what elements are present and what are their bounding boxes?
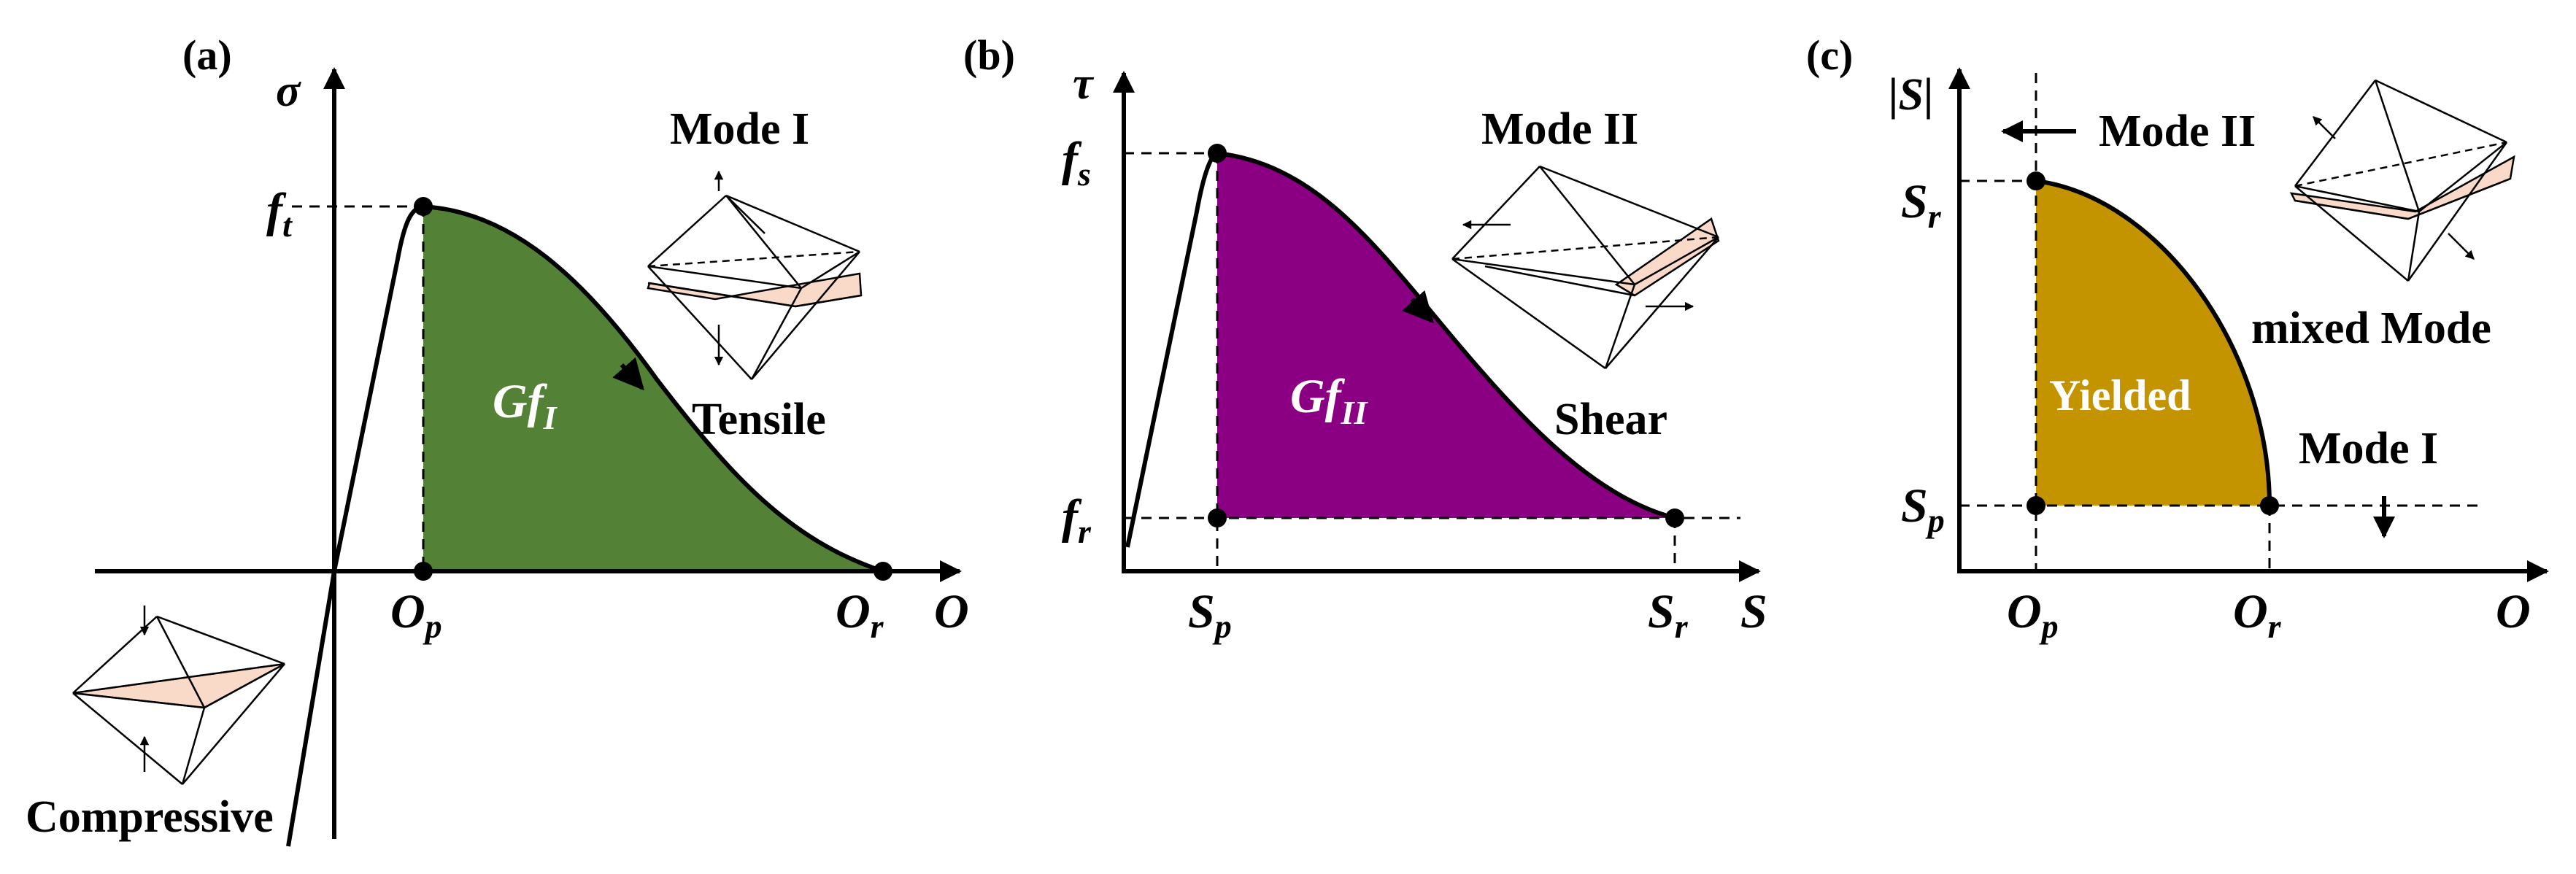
panel-a-tag: (a)	[182, 31, 232, 79]
panel-b-sr-point	[1665, 508, 1684, 527]
panel-b-fr-label: fr	[1062, 490, 1092, 550]
panel-b-tag: (b)	[963, 31, 1015, 79]
tensile-octahedron-icon	[647, 170, 863, 380]
panel-a: (a) σ ft Op Or O GfI Mode I Tensile Comp…	[26, 31, 969, 847]
panel-c-mode2-label: Mode II	[2099, 107, 2256, 156]
panel-c-sp-label: Sp	[1901, 479, 1945, 539]
panel-a-op-point	[414, 562, 433, 581]
panel-a-x-label: O	[934, 585, 969, 638]
panel-c-yield-curve	[2035, 179, 2272, 506]
panel-b-mode-caption: Shear	[1554, 395, 1667, 444]
panel-b-y-symbol: τ	[1073, 59, 1095, 109]
panel-c-mode1-label: Mode I	[2299, 424, 2438, 473]
panel-b-sp-label: Sp	[1188, 585, 1232, 645]
panel-a-compressive-caption: Compressive	[26, 792, 274, 842]
panel-c-or-point	[2260, 496, 2279, 515]
panel-b-peak-point	[1208, 144, 1227, 163]
panel-a-mode-title: Mode I	[670, 104, 809, 154]
panel-b-fracture-energy-area	[1217, 153, 1675, 518]
panel-b-area-label: GfII	[1290, 370, 1369, 431]
panel-c-tag: (c)	[1806, 31, 1853, 79]
compressive-octahedron-icon	[72, 606, 285, 785]
panel-c-or-label: Or	[2233, 585, 2282, 645]
panel-c-yielded-region	[2036, 181, 2270, 506]
panel-b-fs-label: fs	[1062, 133, 1091, 193]
shear-octahedron-icon	[1451, 165, 1720, 370]
panel-a-mode-caption: Tensile	[692, 395, 826, 444]
panel-a-curve-arrow	[612, 357, 644, 391]
panel-a-or-point	[874, 562, 892, 581]
panel-a-stress-curve	[286, 204, 884, 847]
panel-a-y-symbol: σ	[276, 66, 301, 116]
panel-c-op-label: Op	[2007, 585, 2059, 645]
panel-c-y-label: |S|	[1889, 70, 1934, 120]
panel-c-sr-label: Sr	[1901, 175, 1942, 235]
panel-a-area-label: GfI	[493, 375, 558, 436]
panel-c-mixed-label: mixed Mode	[2251, 303, 2491, 353]
panel-c-origin-point	[2027, 496, 2045, 515]
panel-c: (c) |S| Sr Sp Op Or O Yielded Mode II Mo…	[1806, 31, 2549, 645]
panel-b-mode-title: Mode II	[1481, 104, 1638, 154]
panel-b: (b) τ fs fr Sp Sr S GfII Mode II Shear	[963, 31, 1767, 645]
panel-b-x-label: S	[1740, 585, 1767, 638]
panel-a-peak-point	[414, 197, 433, 216]
mixed-mode-octahedron-icon	[2289, 79, 2515, 282]
panel-a-op-label: Op	[390, 585, 442, 645]
panel-c-x-label: O	[2496, 585, 2531, 638]
panel-a-or-label: Or	[836, 585, 884, 645]
panel-b-curve-arrow	[1402, 290, 1434, 324]
panel-b-sr-label: Sr	[1648, 585, 1689, 645]
panel-a-ft-label: ft	[266, 184, 293, 244]
panel-a-fracture-energy-area	[423, 206, 883, 571]
panel-c-sr-point	[2027, 171, 2045, 190]
panel-c-region-label: Yielded	[2049, 371, 2191, 419]
panel-b-sp-point	[1208, 508, 1227, 527]
